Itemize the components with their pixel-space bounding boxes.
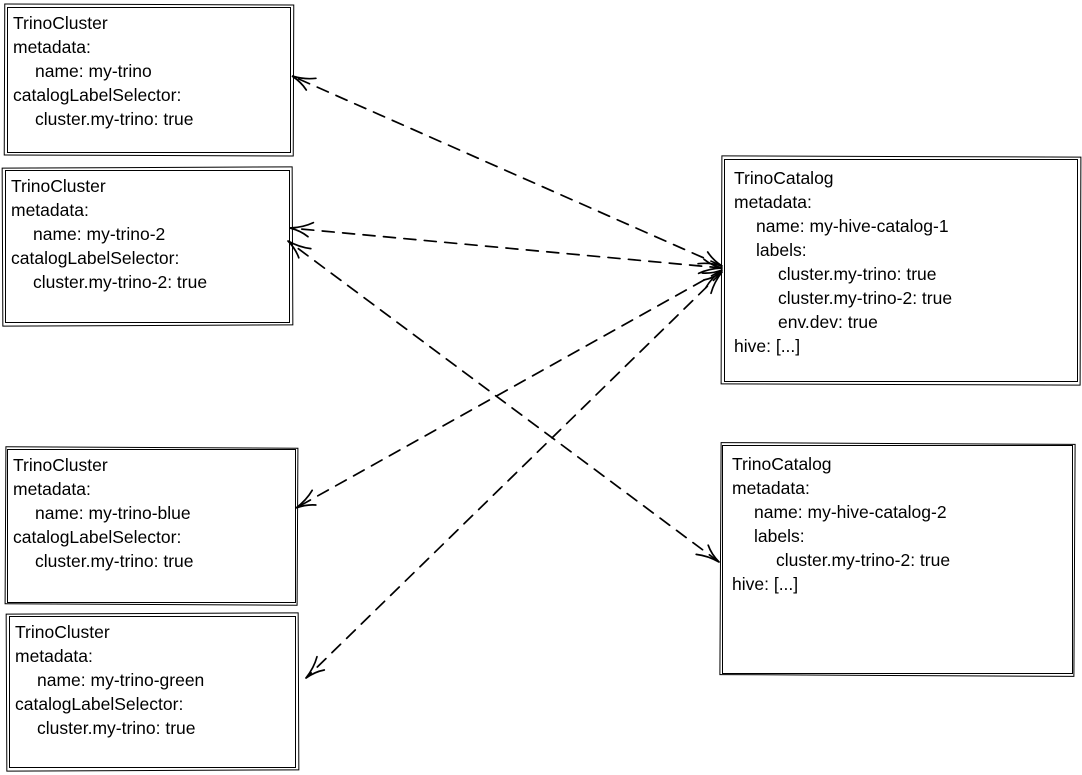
node-line: catalogLabelSelector: bbox=[15, 694, 184, 714]
node-trinocatalog-my-hive-catalog-2: TrinoCatalog metadata: name: my-hive-cat… bbox=[722, 445, 1073, 674]
node-line: TrinoCluster bbox=[13, 455, 108, 475]
node-line: cluster.my-trino-2: true bbox=[776, 550, 951, 570]
arrowhead bbox=[305, 655, 326, 679]
arrowhead bbox=[287, 240, 312, 259]
node-line: catalogLabelSelector: bbox=[13, 527, 182, 547]
node-trinocluster-my-trino-2: TrinoCluster metadata: name: my-trino-2 … bbox=[5, 170, 290, 323]
node-line: TrinoCatalog bbox=[732, 454, 832, 474]
node-line: name: my-trino bbox=[35, 61, 152, 81]
node-trinocluster-my-trino: TrinoCluster metadata: name: my-trino ca… bbox=[7, 7, 291, 153]
arrowhead bbox=[702, 271, 723, 295]
node-line: metadata: bbox=[13, 37, 91, 57]
node-line: name: my-trino-blue bbox=[35, 503, 191, 523]
edge-line bbox=[305, 271, 723, 679]
edge-trinocatalog-my-hive-catalog-1--trinocluster-my-trino-2 bbox=[289, 221, 723, 275]
node-line: name: my-trino-green bbox=[37, 670, 205, 690]
arrowhead bbox=[697, 258, 723, 275]
node-line: TrinoCluster bbox=[13, 13, 108, 33]
node-line: env.dev: true bbox=[778, 312, 878, 332]
edge-line bbox=[295, 269, 723, 509]
arrowhead bbox=[295, 489, 317, 509]
node-trinocatalog-my-hive-catalog-1: TrinoCatalog metadata: name: my-hive-cat… bbox=[724, 159, 1078, 382]
node-line: TrinoCluster bbox=[11, 176, 106, 196]
node-line: metadata: bbox=[11, 200, 89, 220]
node-line: metadata: bbox=[13, 479, 91, 499]
node-line: hive: [...] bbox=[732, 574, 799, 594]
node-line: cluster.my-trino: true bbox=[37, 718, 196, 738]
edge-trinocatalog-my-hive-catalog-2--trinocluster-my-trino-2 bbox=[287, 240, 720, 563]
node-line: name: my-trino-2 bbox=[33, 224, 166, 244]
node-line: catalogLabelSelector: bbox=[13, 85, 182, 105]
edge-line bbox=[291, 75, 723, 267]
edge-line bbox=[289, 227, 723, 269]
arrowhead bbox=[291, 75, 317, 91]
node-line: metadata: bbox=[734, 192, 812, 212]
node-line: TrinoCluster bbox=[15, 622, 110, 642]
node-line: cluster.my-trino: true bbox=[35, 551, 194, 571]
node-line: name: my-hive-catalog-1 bbox=[756, 216, 949, 236]
edge-trinocatalog-my-hive-catalog-1--trinocluster-my-trino-green bbox=[305, 271, 723, 679]
node-line: cluster.my-trino: true bbox=[778, 264, 937, 284]
arrowhead bbox=[695, 544, 720, 563]
edge-trinocatalog-my-hive-catalog-1--trinocluster-my-trino-blue bbox=[295, 269, 723, 509]
node-trinocluster-my-trino-blue: TrinoCluster metadata: name: my-trino-bl… bbox=[7, 449, 296, 603]
edge-line bbox=[287, 240, 720, 563]
node-line: cluster.my-trino-2: true bbox=[778, 288, 953, 308]
node-line: metadata: bbox=[732, 478, 810, 498]
node-line: metadata: bbox=[15, 646, 93, 666]
node-line: TrinoCatalog bbox=[734, 168, 834, 188]
arrowhead bbox=[289, 221, 315, 238]
node-line: labels: bbox=[754, 526, 805, 546]
node-line: name: my-hive-catalog-2 bbox=[754, 502, 947, 522]
arrowhead bbox=[701, 269, 723, 289]
node-line: cluster.my-trino-2: true bbox=[33, 272, 208, 292]
node-line: hive: [...] bbox=[734, 336, 801, 356]
node-line: catalogLabelSelector: bbox=[11, 248, 180, 268]
node-line: labels: bbox=[756, 240, 807, 260]
edge-trinocatalog-my-hive-catalog-1--trinocluster-my-trino bbox=[291, 75, 723, 267]
node-trinocluster-my-trino-green: TrinoCluster metadata: name: my-trino-gr… bbox=[9, 616, 296, 768]
node-line: cluster.my-trino: true bbox=[35, 109, 194, 129]
arrowhead bbox=[697, 251, 723, 267]
